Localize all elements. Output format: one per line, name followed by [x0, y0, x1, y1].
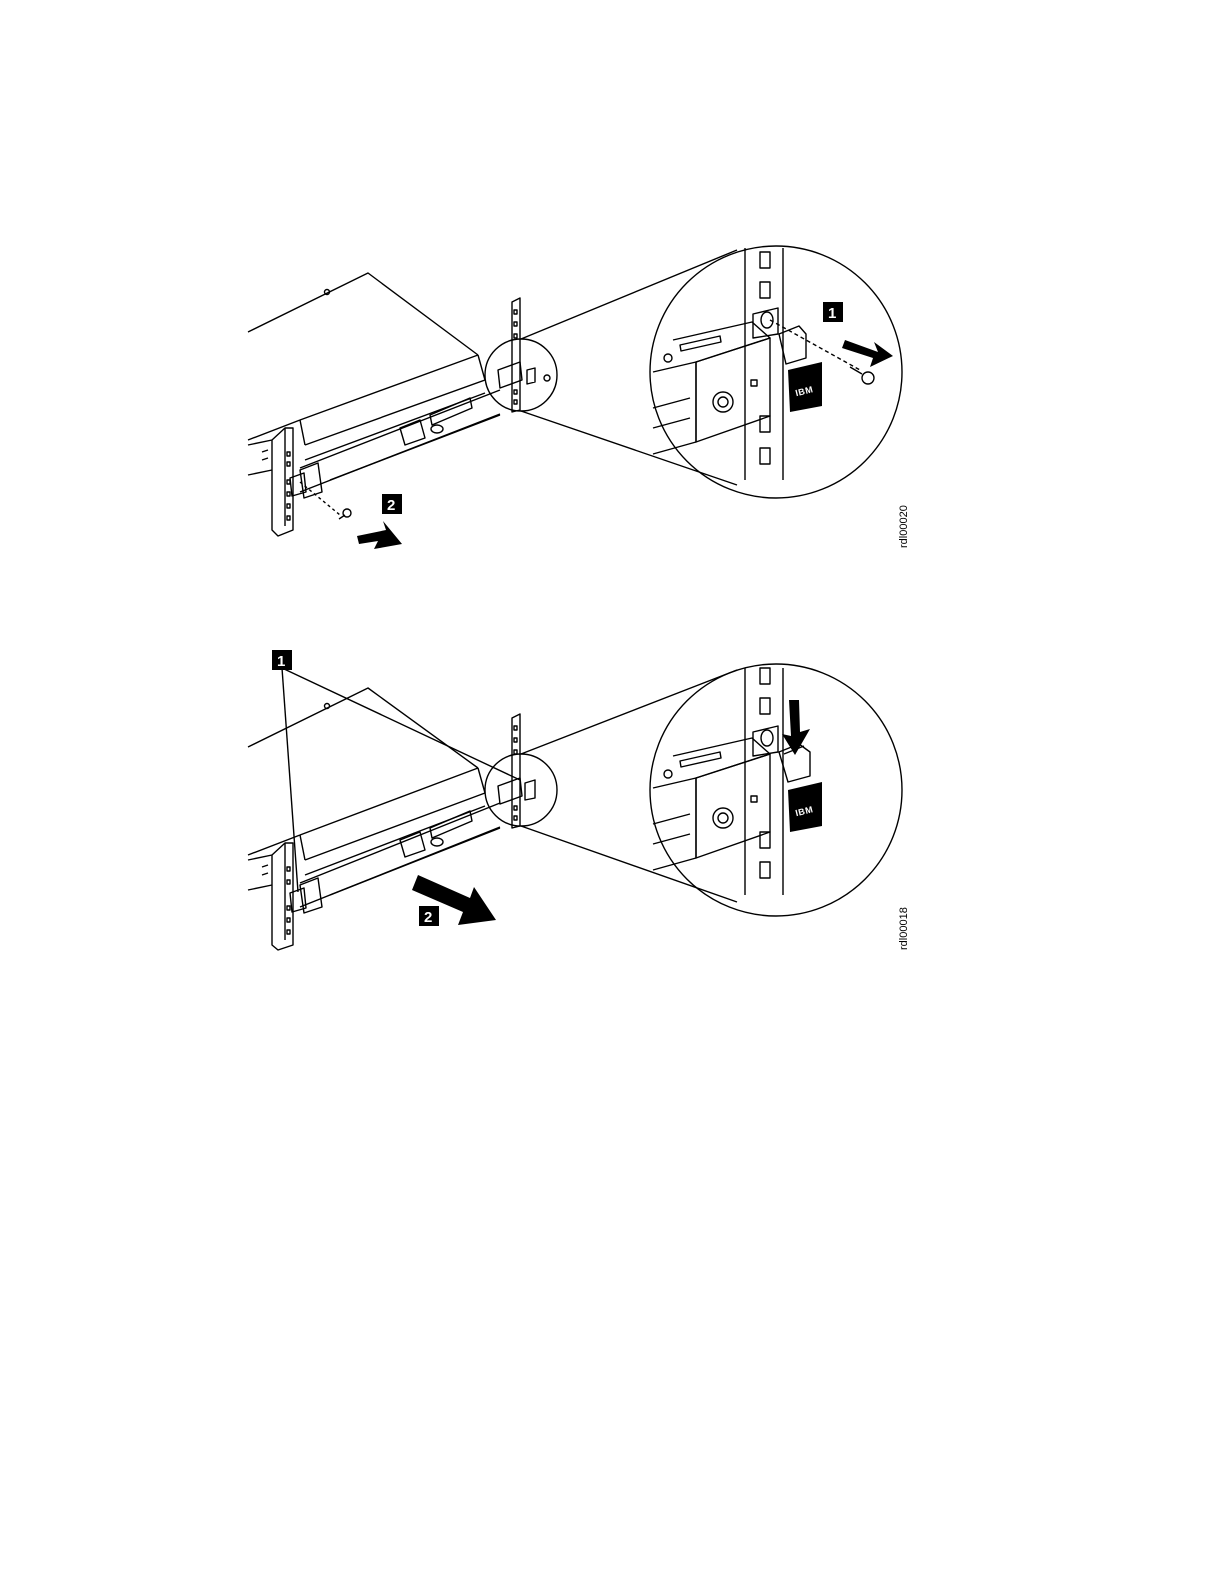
svg-text:2: 2: [424, 909, 432, 926]
ibm-logo: IBM: [788, 782, 822, 832]
front-rack-post: [248, 428, 306, 536]
slide-rail: [300, 803, 500, 913]
detail-circle-large: [650, 664, 902, 916]
arrow-down-icon: [782, 700, 810, 755]
svg-text:1: 1: [828, 305, 836, 322]
detail-circle-large: [650, 246, 902, 498]
rack-illustration-2: IBM 1 2 rdl00018: [0, 640, 1224, 970]
front-rack-post: [248, 843, 306, 950]
server-chassis: [248, 273, 485, 460]
callout-2: 2: [419, 906, 439, 926]
figure-remove-rail-screws: IBM 1 2 rdl00020: [0, 230, 1224, 570]
svg-text:1: 1: [277, 653, 285, 670]
ibm-logo: IBM: [788, 362, 822, 412]
arrow-right-icon: [842, 340, 893, 367]
slide-rail: [300, 390, 500, 498]
front-screw: [339, 509, 351, 519]
callout-1: 1: [823, 302, 843, 322]
figure-id: rdl00018: [898, 907, 910, 950]
figure-release-latches: IBM 1 2 rdl00018: [0, 640, 1224, 970]
zoom-line-bottom: [521, 826, 737, 902]
rear-screw: [850, 367, 874, 384]
rack-illustration-1: IBM 1 2 rdl00020: [0, 230, 1224, 570]
zoom-line-bottom: [521, 411, 737, 485]
rear-rack-post: [512, 298, 520, 412]
screw-path-front: [300, 482, 340, 515]
zoom-line-top: [521, 670, 737, 754]
arrow-down-right-icon: [357, 521, 402, 549]
rear-rack-post: [512, 714, 520, 828]
callout-1: 1: [272, 650, 292, 670]
figure-id: rdl00020: [898, 505, 910, 548]
svg-text:2: 2: [387, 497, 395, 514]
leader-line-rear: [282, 668, 520, 780]
zoom-line-top: [521, 250, 737, 339]
callout-2: 2: [382, 494, 402, 514]
